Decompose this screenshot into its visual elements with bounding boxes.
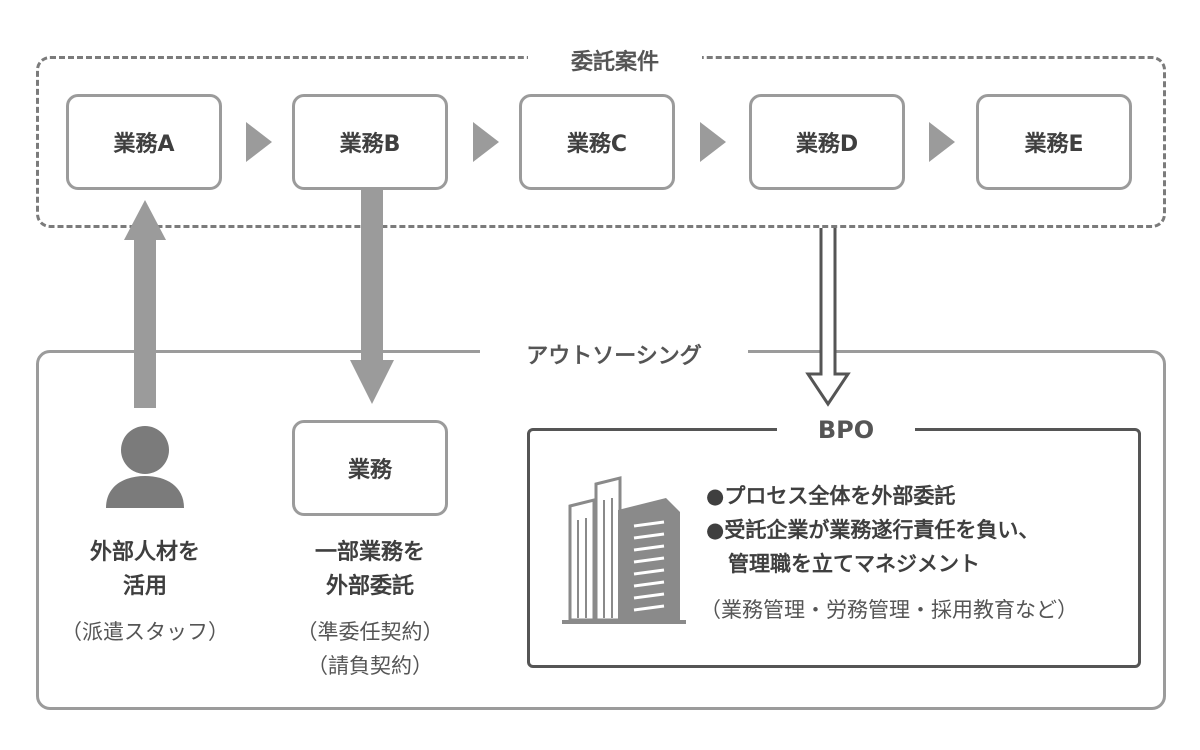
person-icon [106, 426, 184, 508]
task-e-box: 業務E [976, 94, 1132, 190]
bpo-title: BPO [777, 416, 915, 444]
flow-arrow-icon [929, 122, 955, 162]
staffing-label-line2: 活用 [122, 574, 167, 599]
flow-arrow-icon [473, 122, 499, 162]
up-arrow-icon [124, 200, 166, 408]
partial-task-box: 業務 [292, 420, 448, 516]
flow-arrow-icon [246, 122, 272, 162]
partial-note-line2: （請負契約） [307, 654, 433, 678]
staffing-note: （派遣スタッフ） [61, 620, 229, 644]
staffing-label-line1: 外部人材を [89, 540, 200, 565]
building-icon [562, 476, 686, 624]
task-a-box: 業務A [66, 94, 222, 190]
bpo-bullet-2-line2: 管理職を立てマネジメント [728, 552, 980, 576]
flow-arrow-icon [700, 122, 726, 162]
down-arrow-icon [350, 190, 394, 404]
task-c-box: 業務C [519, 94, 675, 190]
bpo-bullet-2-line1: ●受託企業が業務遂行責任を負い、 [706, 518, 1040, 542]
hollow-down-arrow-icon [805, 228, 851, 407]
outsourcing-group-title: アウトソーシング [480, 338, 748, 370]
task-b-box: 業務B [292, 94, 448, 190]
partial-label-line1: 一部業務を [314, 540, 425, 565]
task-d-box: 業務D [749, 94, 905, 190]
partial-note-line1: （準委任契約） [296, 620, 444, 644]
bpo-bullet-1: ●プロセス全体を外部委託 [706, 484, 956, 508]
bpo-note: （業務管理・労務管理・採用教育など） [700, 598, 1078, 622]
delegation-group-title: 委託案件 [528, 44, 702, 76]
partial-label-line2: 外部委託 [325, 574, 414, 599]
